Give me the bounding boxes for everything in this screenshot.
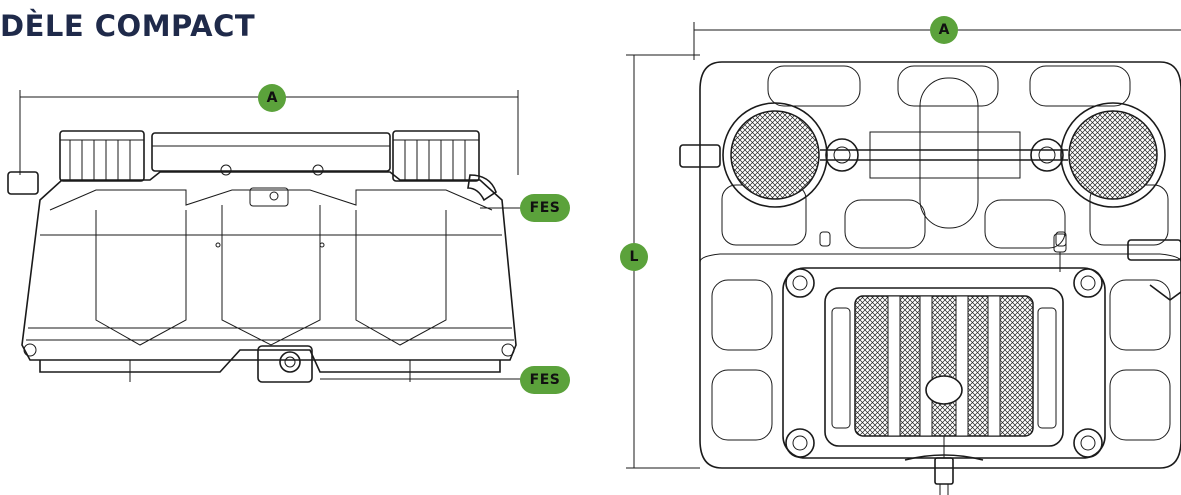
top-strap <box>1053 233 1067 272</box>
top-inlet-pipe <box>679 144 721 168</box>
side-lids <box>59 130 480 182</box>
top-outer-hull <box>699 61 1181 469</box>
top-width-badge: A <box>930 16 958 44</box>
top-view <box>626 22 1181 495</box>
top-grille <box>854 295 1034 437</box>
top-connecting-bar <box>820 131 1068 179</box>
top-bottom-outlet <box>904 436 984 495</box>
top-right-pipe <box>1127 239 1181 261</box>
page-title: DÈLE COMPACT <box>0 9 256 43</box>
fes-lower-badge: FES <box>520 366 570 394</box>
top-length-badge: L <box>620 243 648 271</box>
top-covers <box>722 102 1166 208</box>
side-width-badge: A <box>258 84 286 112</box>
side-base <box>23 343 515 383</box>
side-view <box>7 90 528 383</box>
top-mid-seam <box>699 253 1181 263</box>
top-right-elbow <box>1149 284 1181 301</box>
top-upper-bosses <box>721 65 1169 249</box>
fes-upper-badge: FES <box>520 194 570 222</box>
side-tank-body <box>21 171 517 361</box>
side-pipes <box>7 171 497 202</box>
